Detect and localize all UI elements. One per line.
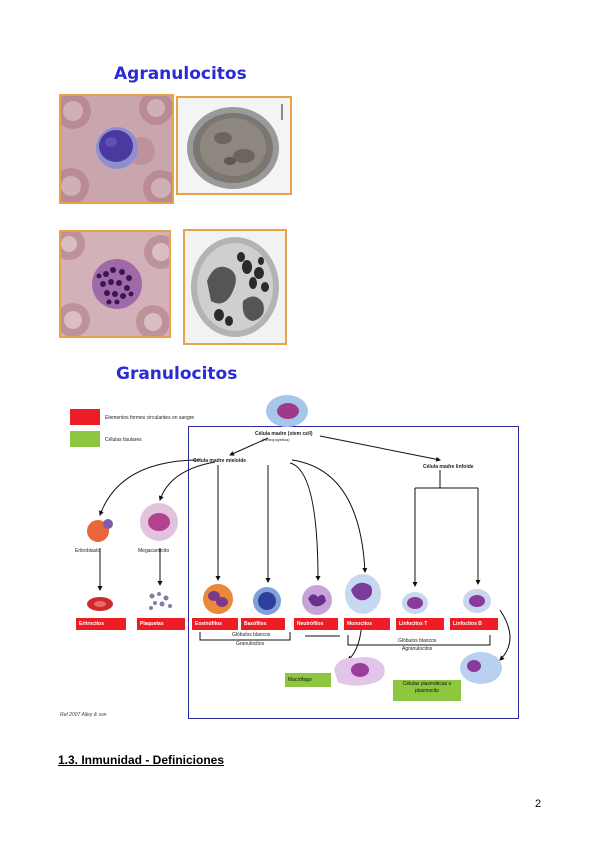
t-lymphocyte-icon [402, 592, 428, 614]
lymphoid-label: Célula madre linfoide [423, 464, 474, 470]
label-linfocitos-t: Linfocitos T [396, 618, 444, 630]
granulocyte-electron-micrograph [183, 229, 287, 345]
legend-red-label: Elementos formes circulantes en sangre [105, 415, 195, 421]
plasma-cell-icon [460, 652, 502, 684]
granulocytes-caption-1: Glóbulos blancos [232, 632, 271, 638]
label-macrofago: Macrófago [285, 673, 331, 687]
platelets-icon [149, 592, 172, 610]
label-neutrofilos: Neutrófilos [294, 618, 338, 630]
label-monocitos: Monocitos [344, 618, 390, 630]
label-eosinofilos: Eosinófilos [192, 618, 238, 630]
b-lymphocyte-icon [463, 589, 491, 613]
legend-green-label: Células tisulares [105, 437, 142, 443]
erythrocyte-icon [87, 597, 113, 611]
basophil-icon [253, 587, 281, 615]
label-plasma-cells: Células plasmáticas o plasmocito [393, 680, 461, 701]
diagram-frame [188, 426, 519, 719]
erythroblast-icon [87, 519, 113, 542]
erythroblast-label: Eritroblasto [75, 548, 101, 554]
agranulocytes-caption-1: Glóbulos blancos [398, 638, 437, 644]
stem-cell-label: Célula madre (stem cell) [255, 431, 313, 437]
lymphocyte-micrograph [59, 94, 174, 204]
lymphocyte-electron-micrograph [176, 96, 292, 195]
agranulocytes-caption-2: Agranulocitos [402, 646, 433, 652]
legend-red-swatch [70, 409, 100, 425]
neutrophil-icon [302, 585, 332, 615]
heading-agranulocitos: Agranulocitos [114, 64, 247, 84]
stem-cell-sublabel: (hemopoyetica) [262, 437, 290, 442]
eosinophil-icon [203, 584, 233, 614]
legend-green-swatch [70, 431, 100, 447]
heading-granulocitos: Granulocitos [116, 364, 238, 384]
label-basofilos: Basófilos [241, 618, 285, 630]
diagram-credit: Ref 2007 Alley & son [60, 712, 107, 718]
page-number: 2 [535, 798, 542, 810]
granulocytes-caption-2: Granulocitos [236, 641, 265, 647]
monocyte-icon [345, 574, 381, 614]
stem-cell-icon [266, 395, 308, 427]
label-linfocitos-b: Linfocitos B [450, 618, 498, 630]
myeloid-label: Célula madre mieloide [193, 458, 247, 464]
granulocyte-micrograph [59, 230, 171, 338]
label-eritrocitos: Eritrocitos [76, 618, 126, 630]
label-plaquetas: Plaquetas [137, 618, 185, 630]
macrophage-icon [334, 657, 385, 686]
megakaryocyte-icon [140, 503, 178, 541]
megakaryocyte-label: Megacariocito [138, 548, 170, 554]
section-title: 1.3. Inmunidad - Definiciones [58, 753, 225, 767]
